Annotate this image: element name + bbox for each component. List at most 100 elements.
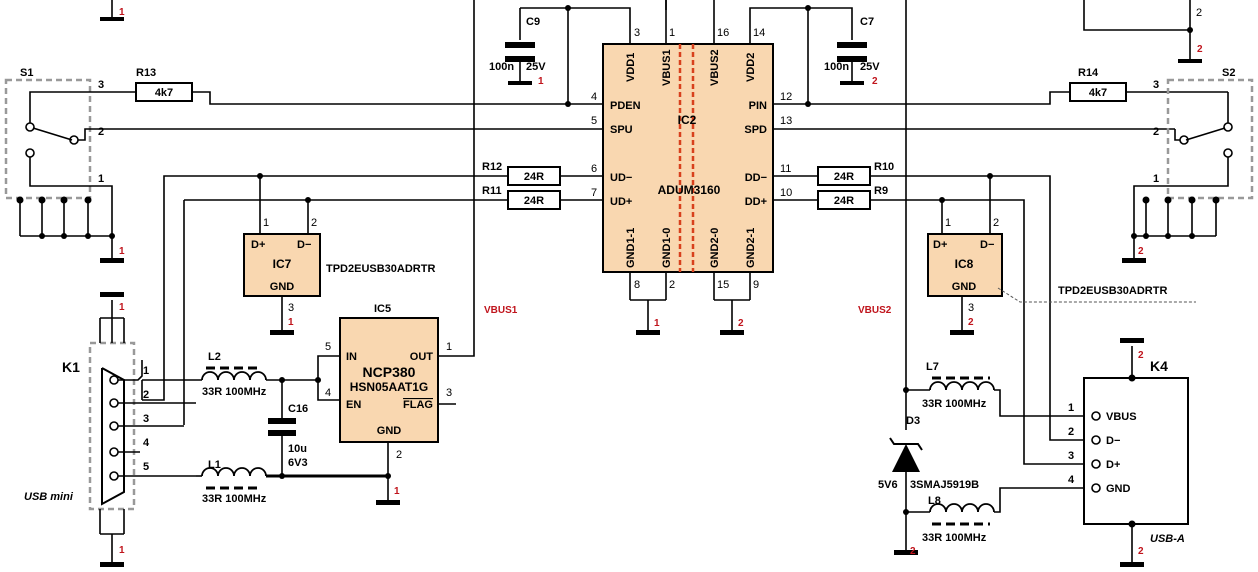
svg-text:1: 1 [119,7,125,18]
svg-text:GND1-0: GND1-0 [661,228,673,268]
svg-text:R12: R12 [482,161,502,173]
svg-text:25V: 25V [860,61,880,73]
svg-text:5: 5 [143,461,149,473]
svg-text:D−: D− [980,239,994,251]
ic2-ref: IC2 [678,113,697,127]
svg-text:1: 1 [1068,402,1074,414]
svg-text:TPD2EUSB30ADRTR: TPD2EUSB30ADRTR [326,263,435,275]
svg-text:1: 1 [1153,173,1159,185]
svg-text:3: 3 [1068,450,1074,462]
svg-text:8: 8 [634,279,640,291]
svg-text:5V6: 5V6 [878,479,898,491]
svg-text:3: 3 [634,27,640,39]
svg-text:3: 3 [98,79,104,91]
l2-inductor: L2 33R 100MHz [142,351,318,398]
svg-text:GND2-1: GND2-1 [745,228,757,268]
svg-text:D3: D3 [906,415,920,427]
r11-resistor: 24R R11 [184,185,603,210]
ic2-adum3160: 1 2 IC2 ADUM3160 VDD1 VBUS1 VBUS2 VDD2 G… [591,0,792,335]
svg-text:D−: D− [297,239,311,251]
svg-text:2: 2 [1138,546,1144,557]
svg-text:IC7: IC7 [273,257,292,271]
svg-text:12: 12 [780,91,792,103]
svg-text:100n: 100n [824,61,849,73]
svg-text:1: 1 [119,545,125,556]
svg-text:IN: IN [346,351,357,363]
svg-text:1: 1 [669,27,675,39]
svg-text:4: 4 [591,91,597,103]
svg-text:4k7: 4k7 [155,87,173,99]
svg-text:5: 5 [325,341,331,353]
svg-text:2: 2 [1138,350,1144,361]
l7-inductor: L7 33R 100MHz [903,361,1084,417]
svg-text:1: 1 [446,341,452,353]
svg-text:1: 1 [263,217,269,229]
svg-text:2: 2 [311,217,317,229]
svg-text:1: 1 [98,173,104,185]
svg-text:3: 3 [446,387,452,399]
svg-text:100n: 100n [489,61,514,73]
svg-text:TPD2EUSB30ADRTR: TPD2EUSB30ADRTR [1058,285,1167,297]
svg-text:L2: L2 [208,351,221,363]
svg-text:2: 2 [669,279,675,291]
l8-inductor: L8 33R 100MHz [906,487,1084,544]
svg-text:USB mini: USB mini [24,491,74,503]
svg-text:D+: D+ [933,239,947,251]
svg-text:L1: L1 [208,459,221,471]
svg-text:1: 1 [119,302,125,313]
svg-text:6: 6 [591,163,597,175]
svg-text:C16: C16 [288,403,308,415]
svg-text:9: 9 [753,279,759,291]
svg-text:D−: D− [1106,435,1120,447]
svg-text:2: 2 [1196,7,1202,19]
svg-text:FLAG: FLAG [403,399,433,411]
svg-text:4: 4 [143,437,150,449]
svg-text:IC8: IC8 [955,257,974,271]
s2-switch: S2 2 3 2 1 [1122,67,1254,263]
r9-resistor: 24R R9 [773,185,1084,465]
svg-text:DD−: DD− [745,172,767,184]
c9-capacitor: C9 100n 25V 1 [489,5,631,107]
svg-text:24R: 24R [524,195,544,207]
svg-text:6V3: 6V3 [288,457,308,469]
c16-capacitor: C16 10u 6V3 [268,380,308,479]
svg-text:SPD: SPD [744,124,767,136]
svg-text:PDEN: PDEN [610,100,641,112]
svg-text:2: 2 [143,389,149,401]
svg-text:2: 2 [98,126,104,138]
svg-text:10u: 10u [288,443,307,455]
svg-text:33R 100MHz: 33R 100MHz [202,386,267,398]
svg-text:3: 3 [1153,79,1159,91]
svg-text:24R: 24R [834,195,854,207]
k1-usb-mini: K1 USB mini 1 1 1 2 3 4 5 [24,292,196,567]
r14-resistor: 4k7 R14 [773,67,1228,105]
svg-text:K4: K4 [1150,358,1168,374]
svg-text:1: 1 [394,486,400,497]
svg-text:VBUS: VBUS [1106,411,1137,423]
svg-text:2: 2 [968,317,974,328]
svg-text:14: 14 [753,27,765,39]
svg-text:GND2-0: GND2-0 [709,228,721,268]
svg-text:4: 4 [1068,474,1075,486]
svg-text:R11: R11 [482,185,502,197]
svg-text:EN: EN [346,399,361,411]
svg-text:2: 2 [1068,426,1074,438]
ic2-part: ADUM3160 [658,183,721,197]
svg-text:33R 100MHz: 33R 100MHz [922,398,987,410]
svg-text:1: 1 [654,318,660,329]
svg-text:1: 1 [945,217,951,229]
svg-text:R10: R10 [874,161,894,173]
vbus1-wire [438,0,475,357]
svg-text:GND: GND [377,425,402,437]
svg-text:3: 3 [968,302,974,314]
svg-text:13: 13 [780,115,792,127]
svg-text:33R 100MHz: 33R 100MHz [922,532,987,544]
svg-text:SPU: SPU [610,124,633,136]
svg-text:GND1-1: GND1-1 [625,228,637,268]
svg-text:3: 3 [288,302,294,314]
svg-text:2: 2 [1153,126,1159,138]
svg-text:NCP380: NCP380 [363,364,416,380]
svg-text:UD−: UD− [610,172,632,184]
svg-text:VDD2: VDD2 [745,53,757,82]
